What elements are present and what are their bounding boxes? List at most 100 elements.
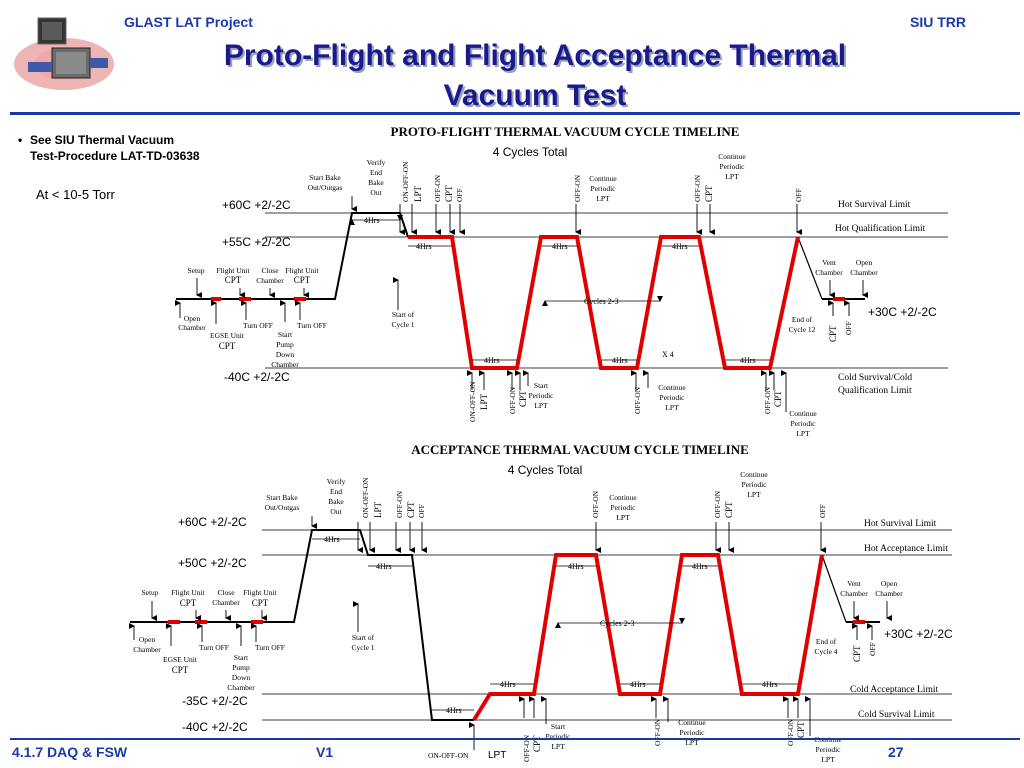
- d2-bake-profile: [130, 529, 474, 721]
- d1-periodic-1: Periodic: [591, 184, 617, 193]
- d1-hrs-5: 4Hrs: [484, 356, 500, 365]
- header-project: GLAST LAT Project: [124, 14, 253, 30]
- d1-out: Out: [370, 188, 382, 197]
- d2-vb-cpt-3: CPT: [852, 645, 862, 662]
- d2-v-cpt-1: CPT: [406, 501, 416, 518]
- d1-turn-off-2: Turn OFF: [297, 321, 327, 330]
- d2-cycle1: Cycle 1: [351, 643, 374, 652]
- d2-cycles-label: Cycles 2-3: [600, 619, 634, 628]
- d2-bake: Bake: [328, 497, 344, 506]
- d1-arrows: [175, 196, 868, 412]
- header-review: SIU TRR: [910, 14, 966, 30]
- d2-start-bake: Start Bake: [266, 493, 298, 502]
- d1-close: Close: [261, 266, 279, 275]
- d2-turn-off-2: Turn OFF: [255, 643, 285, 652]
- title-line-2: Vacuum Test: [443, 79, 627, 112]
- d2-v-off-2: OFF: [818, 504, 827, 518]
- d1-periodic-2: Periodic: [720, 162, 746, 171]
- d1-lpt-bot-2: LPT: [665, 403, 679, 412]
- d2-out-outgas: Out/Outgas: [265, 503, 300, 512]
- d1-limit-hot-survival: Hot Survival Limit: [838, 200, 911, 210]
- d2-cycle-end: Cycle 4: [814, 647, 837, 656]
- d1-v-lpt: LPT: [413, 185, 423, 202]
- d1-hrs-2: 4Hrs: [416, 242, 432, 251]
- d1-vb-off-on-3: OFF-ON: [763, 386, 772, 414]
- d2-level-cold-acc: -35C +2/-2C: [182, 694, 248, 708]
- d1-open-top: Open: [856, 258, 872, 267]
- d1-flight-unit-1: Flight Unit: [216, 266, 250, 275]
- d2-flight-unit-2: Flight Unit: [243, 588, 277, 597]
- d1-v-cpt-2: CPT: [704, 185, 714, 202]
- d2-v-lpt: LPT: [373, 501, 383, 518]
- d1-chamber-1: Chamber: [256, 276, 284, 285]
- d1-periodic-5: Periodic: [791, 419, 817, 428]
- pressure-note: At < 10-5 Torr: [36, 187, 115, 202]
- d1-hrs-1: 4Hrs: [364, 216, 380, 225]
- d2-v-off-1: OFF: [417, 504, 426, 518]
- d1-egse: EGSE Unit: [210, 331, 245, 340]
- d2-setup-labels: Setup Flight Unit CPT Close Chamber Flig…: [141, 470, 903, 608]
- d1-vent: Vent: [822, 258, 837, 267]
- d1-cycle-trace: [408, 235, 800, 370]
- d1-vb-cpt-2: CPT: [773, 390, 783, 407]
- d2-end-ramp: [821, 554, 847, 623]
- bullet-dot: •: [18, 133, 23, 147]
- d2-end-of: End of: [816, 637, 837, 646]
- d2-continue-2: Continue: [740, 470, 768, 479]
- d1-periodic-3: Periodic: [529, 391, 555, 400]
- d1-lpt-bot-1: LPT: [534, 401, 548, 410]
- d2-lpt-top-1: LPT: [616, 513, 630, 522]
- footer-version: V1: [316, 744, 334, 760]
- d1-hrs-6: 4Hrs: [612, 356, 628, 365]
- d1-title: PROTO-FLIGHT THERMAL VACUUM CYCLE TIMELI…: [391, 124, 740, 139]
- d1-periodic-4: Periodic: [660, 393, 686, 402]
- note-line-1: See SIU Thermal Vacuum: [30, 133, 175, 147]
- d1-end: End: [370, 168, 382, 177]
- d1-hrs-markers: 4Hrs 4Hrs 4Hrs 4Hrs 4Hrs 4Hrs 4Hrs: [349, 215, 770, 365]
- d2-title: ACCEPTANCE THERMAL VACUUM CYCLE TIMELINE: [411, 442, 749, 457]
- footer-section: 4.1.7 DAQ & FSW: [12, 744, 128, 760]
- d1-lpt-top-2: LPT: [725, 172, 739, 181]
- d1-level-qual: +55C +2/-2C: [222, 235, 291, 249]
- d2-verify: Verify: [327, 477, 346, 486]
- d2-turn-off-1: Turn OFF: [199, 643, 229, 652]
- d2-hrs-3: 4Hrs: [568, 562, 584, 571]
- d1-vertical-bottom: ON-OFF-ON LPT OFF-ON CPT OFF-ON OFF-ON C…: [468, 321, 853, 422]
- d1-v-off-2: OFF: [794, 188, 803, 202]
- d2-hrs-markers: 4Hrs 4Hrs 4Hrs 4Hrs 4Hrs 4Hrs 4Hrs 4Hrs: [312, 535, 798, 715]
- d2-cpt-1: CPT: [180, 598, 197, 608]
- d1-cycle-end: Cycle 12: [789, 325, 816, 334]
- d1-pump-chamber: Chamber: [271, 360, 299, 369]
- d2-lpt-bot-1: LPT: [551, 742, 565, 751]
- d1-vb-off: OFF: [844, 321, 853, 335]
- d2-open-chamber: Chamber: [133, 645, 161, 654]
- d2-hrs-1: 4Hrs: [324, 535, 340, 544]
- d1-cpt-2: CPT: [294, 275, 311, 285]
- d1-limit-cold-2: Qualification Limit: [838, 385, 912, 396]
- d2-vb-off-on-2: OFF-ON: [653, 718, 662, 746]
- d1-flight-unit-2: Flight Unit: [285, 266, 319, 275]
- d2-hrs-6: 4Hrs: [630, 680, 646, 689]
- d2-limit-cold-acc: Cold Acceptance Limit: [850, 685, 938, 695]
- d2-hrs-7: 4Hrs: [762, 680, 778, 689]
- d2-open: Open: [139, 635, 155, 644]
- d2-limit-hot-survival: Hot Survival Limit: [864, 519, 937, 529]
- d2-periodic-3: Periodic: [546, 732, 572, 741]
- d1-lpt-top-1: LPT: [596, 194, 610, 203]
- d1-down: Down: [276, 350, 295, 359]
- footer-page-number: 27: [888, 744, 904, 760]
- d2-v-off-on-3: OFF-ON: [713, 490, 722, 518]
- d2-subtitle: 4 Cycles Total: [508, 463, 582, 477]
- d2-start-periodic: Start: [551, 722, 566, 731]
- d2-vb-cpt-1: CPT: [532, 735, 542, 752]
- d2-continue-3: Continue: [678, 718, 706, 727]
- d2-vb-off: OFF: [868, 642, 877, 656]
- title-line-1: Proto-Flight and Flight Acceptance Therm…: [223, 39, 847, 72]
- d1-limit-hot-qual: Hot Qualification Limit: [835, 223, 926, 234]
- d1-vb-lpt: LPT: [479, 393, 489, 410]
- d1-bake-profile: [176, 212, 409, 300]
- d2-hrs-4: 4Hrs: [692, 562, 708, 571]
- d1-start: Start: [278, 330, 293, 339]
- acceptance-timeline: ACCEPTANCE THERMAL VACUUM CYCLE TIMELINE…: [129, 442, 953, 764]
- d2-open-top-chamber: Chamber: [875, 589, 903, 598]
